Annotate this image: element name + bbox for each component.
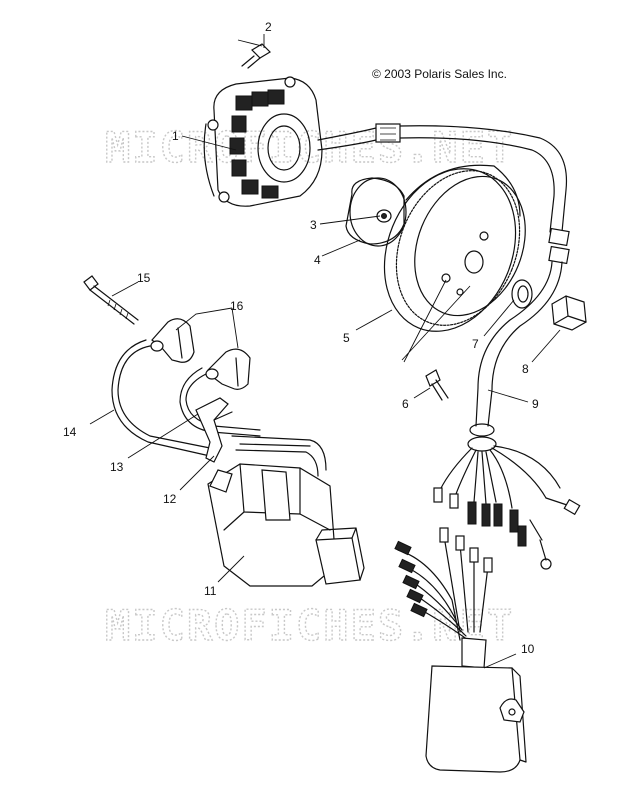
part-4-hub <box>345 177 407 247</box>
callout-13: 13 <box>110 460 124 474</box>
callout-8: 8 <box>522 362 529 376</box>
callout-numbers: 1 2 3 4 5 6 7 8 9 10 11 12 13 14 15 16 <box>63 20 539 656</box>
callout-9: 9 <box>532 397 539 411</box>
callout-16: 16 <box>230 299 244 313</box>
callout-4: 4 <box>314 253 321 267</box>
callout-3: 3 <box>310 218 317 232</box>
leader-lines <box>89 34 561 669</box>
callout-11: 11 <box>204 584 217 598</box>
part-6-bolt <box>425 369 449 401</box>
part-5-flywheel <box>383 164 526 332</box>
watermark-top: MICROFICHES.NET <box>105 123 514 172</box>
callout-2: 2 <box>265 20 272 34</box>
part-9-harness-tube <box>467 261 563 452</box>
callout-14: 14 <box>63 425 77 439</box>
part-16-plug-caps <box>150 318 251 390</box>
part-8-nut <box>551 295 587 331</box>
callout-12: 12 <box>163 492 177 506</box>
callout-5: 5 <box>343 331 350 345</box>
part-11-coil <box>207 435 365 587</box>
callout-1: 1 <box>172 129 179 143</box>
callout-15: 15 <box>137 271 151 285</box>
callout-6: 6 <box>402 397 409 411</box>
part-7-washer <box>511 279 533 309</box>
stator-wire-harness <box>317 123 570 265</box>
part-15-bolt <box>83 275 139 325</box>
part-2-screw <box>241 43 271 69</box>
callout-7: 7 <box>472 337 479 351</box>
part-1-stator <box>203 76 323 207</box>
watermark-bottom: MICROFICHES.NET <box>105 601 514 650</box>
copyright-text: © 2003 Polaris Sales Inc. <box>372 67 507 81</box>
harness-connectors <box>433 445 581 570</box>
callout-10: 10 <box>521 642 535 656</box>
part-10-module <box>394 527 527 773</box>
part-12-bracket <box>195 397 233 463</box>
